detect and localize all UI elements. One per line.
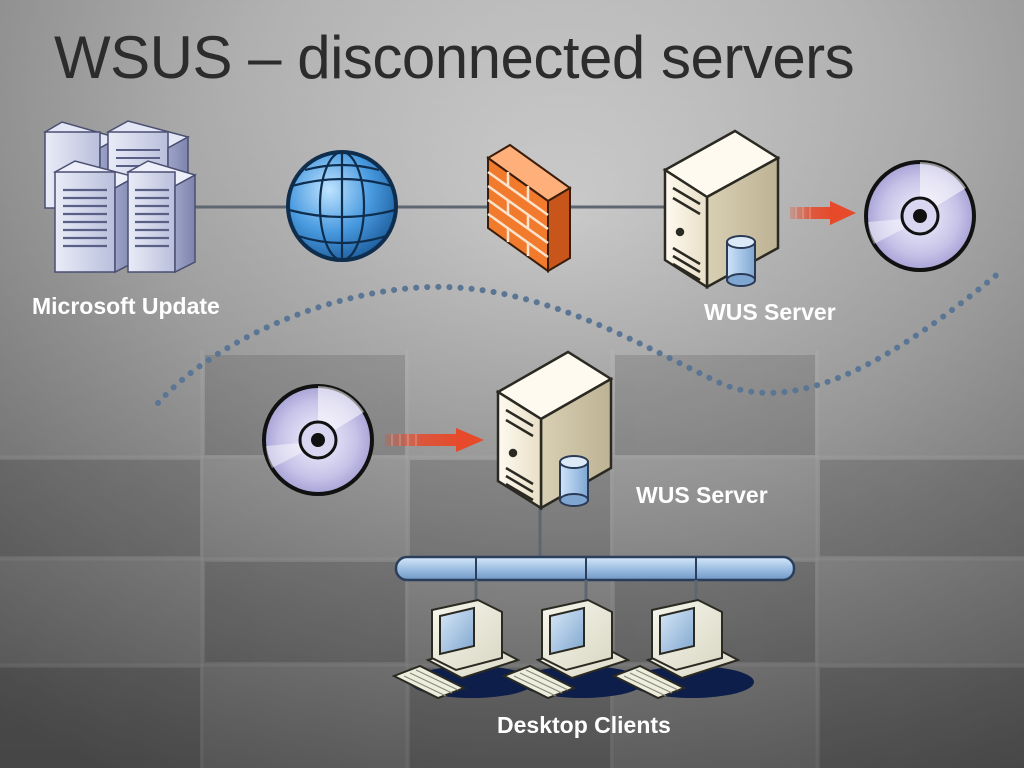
desktop-computer-icon [611,598,754,700]
dotted-wave-divider [155,269,1003,406]
cd-disc-icon [262,384,374,496]
cd-disc-icon [864,160,976,272]
database-icon [559,455,589,507]
server-icon [495,350,614,511]
network-bus-icon [394,555,796,582]
desktop-computer-icon [501,598,644,700]
desktop-clients-label: Desktop Clients [497,712,671,738]
database-icon [726,235,756,287]
desktop-computer-icon [391,598,534,700]
keyboard-icon [501,664,577,700]
globe-icon [286,150,398,262]
keyboard-icon [391,664,467,700]
arrow-icon [385,428,484,452]
keyboard-icon [611,664,687,700]
firewall-icon [486,143,572,273]
server-icon [662,129,781,290]
wus-server-lower-label: WUS Server [636,482,768,508]
arrow-icon [790,201,856,225]
wus-server-upper-label: WUS Server [704,299,836,325]
server-cluster-icon [43,120,197,274]
slide-title: WSUS – disconnected servers [54,24,855,91]
microsoft-update-label: Microsoft Update [32,293,220,319]
